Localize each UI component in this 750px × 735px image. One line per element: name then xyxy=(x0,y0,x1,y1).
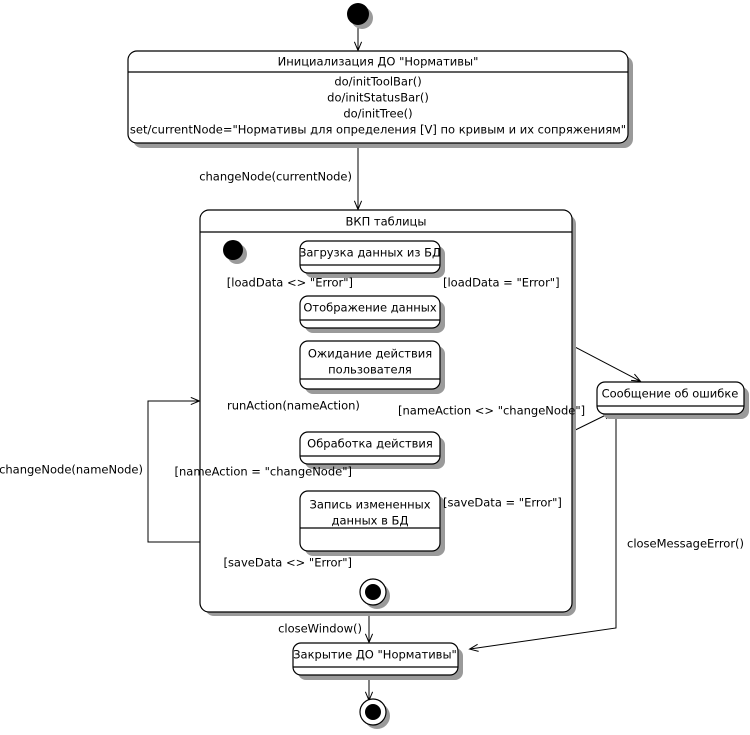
init-action-1: do/initToolBar() xyxy=(334,75,421,89)
wait-frame xyxy=(299,340,441,390)
final-bottom-ring xyxy=(359,698,387,726)
label-close-window: closeWindow() xyxy=(278,622,362,636)
final-inner-ring xyxy=(359,578,387,606)
pseudostate-initial-top[interactable] xyxy=(347,3,373,29)
initial-top-dot xyxy=(347,3,369,25)
edge-error-to-close xyxy=(470,412,617,649)
final-bottom-dot xyxy=(365,704,381,720)
composite-title: ВКП таблицы xyxy=(346,215,427,229)
init-action-4: set/currentNode="Нормативы для определен… xyxy=(130,123,626,137)
init-title: Инициализация ДО "Нормативы" xyxy=(278,55,479,69)
save-title-line1: Запись измененных xyxy=(309,498,430,512)
pseudostate-initial-inner[interactable] xyxy=(223,240,247,264)
pseudostate-final-bottom[interactable] xyxy=(359,698,390,729)
label-load-error: [loadData = "Error"] xyxy=(443,276,560,290)
save-frame xyxy=(299,490,441,552)
state-show-data[interactable]: Отображение данных xyxy=(299,295,445,333)
close-title: Закрытие ДО "Нормативы" xyxy=(293,648,457,662)
initial-inner-dot xyxy=(223,240,243,260)
save-title-line2: данных в БД xyxy=(332,514,409,528)
state-wait-action[interactable]: Ожидание действия пользователя xyxy=(299,340,445,394)
label-save-error: [saveData = "Error"] xyxy=(443,496,562,510)
final-inner-dot xyxy=(365,584,381,600)
label-save-ok: [saveData <> "Error"] xyxy=(223,556,352,570)
error-title: Сообщение об ошибке xyxy=(602,387,739,401)
load-title: Загрузка данных из БД xyxy=(299,246,441,260)
state-close[interactable]: Закрытие ДО "Нормативы" xyxy=(292,642,463,680)
label-change-node-current: changeNode(currentNode) xyxy=(199,170,352,184)
transition-labels-group: changeNode(currentNode) [loadData <> "Er… xyxy=(0,170,744,636)
init-action-3: do/initTree() xyxy=(343,107,412,121)
state-composite-table[interactable]: ВКП таблицы xyxy=(199,209,576,616)
process-title: Обработка действия xyxy=(307,437,433,451)
label-close-message-error: closeMessageError() xyxy=(627,537,744,551)
show-title: Отображение данных xyxy=(303,301,437,315)
label-name-action-other: [nameAction <> "changeNode"] xyxy=(398,404,585,418)
init-action-2: do/initStatusBar() xyxy=(327,91,429,105)
state-load-data[interactable]: Загрузка данных из БД xyxy=(299,240,445,278)
edge-change-node-loop xyxy=(147,401,200,543)
state-init[interactable]: Инициализация ДО "Нормативы" do/initTool… xyxy=(127,50,633,148)
label-change-node-name: changeNode(nameNode) xyxy=(0,463,143,477)
label-run-action: runAction(nameAction) xyxy=(227,399,360,413)
wait-title-line2: пользователя xyxy=(328,363,412,377)
state-save-data[interactable]: Запись измененных данных в БД xyxy=(299,490,445,556)
init-frame xyxy=(127,50,629,144)
wait-title-line1: Ожидание действия xyxy=(308,347,432,361)
state-process-action[interactable]: Обработка действия xyxy=(299,431,445,469)
composite-frame xyxy=(199,209,573,613)
pseudostate-final-inner[interactable] xyxy=(359,578,390,609)
state-error-message[interactable]: Сообщение об ошибке xyxy=(596,381,749,419)
label-name-action-change: [nameAction = "changeNode"] xyxy=(175,465,352,479)
label-load-ok: [loadData <> "Error"] xyxy=(227,276,353,290)
